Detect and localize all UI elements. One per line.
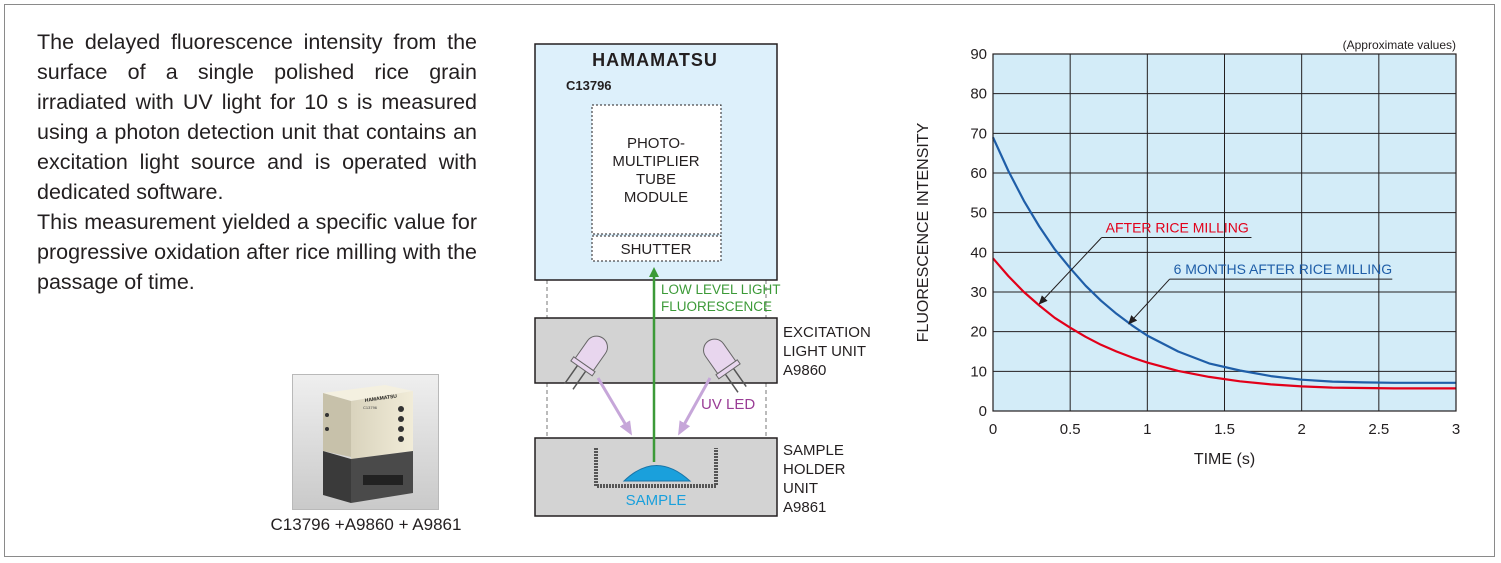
excitation-label-1: EXCITATION	[783, 324, 871, 341]
y-tick-label: 40	[970, 244, 987, 261]
annotation-arrow	[1038, 237, 1103, 305]
uv-led-right-icon	[703, 338, 747, 393]
sample-label: SAMPLE	[626, 492, 687, 509]
x-tick-label: 0	[989, 421, 997, 438]
sample-holder-label-3: UNIT	[783, 480, 818, 497]
diagram-brand: HAMAMATSU	[592, 50, 718, 70]
sample-tray	[594, 448, 718, 488]
uv-arrow-right	[678, 377, 712, 436]
figure-frame	[4, 4, 1495, 557]
product-photo-illustration: HAMAMATSU C13796	[293, 375, 438, 509]
series-layer	[991, 136, 1456, 390]
pmt-label-1: PHOTO-	[627, 135, 685, 152]
pmt-label-3: TUBE	[636, 171, 676, 188]
uv-arrow-left	[596, 377, 633, 436]
description-text: The delayed fluorescence intensity from …	[37, 27, 477, 297]
shutter-label: SHUTTER	[621, 241, 692, 258]
diagram-model: C13796	[566, 78, 612, 93]
y-tick-label: 70	[970, 125, 987, 142]
uv-led-left-icon	[564, 335, 608, 390]
x-tick-label: 1	[1143, 421, 1151, 438]
y-tick-label: 20	[970, 324, 987, 341]
fluorescence-label-1: LOW LEVEL LIGHT	[661, 282, 781, 297]
annotation-arrow	[1128, 278, 1170, 325]
y-axis-title: FLUORESCENCE INTENSITY	[915, 122, 932, 342]
sample-holder-label-4: A9861	[783, 499, 826, 516]
excitation-label-2: LIGHT UNIT	[783, 343, 866, 360]
x-tick-labels: 0 0.5 1 1.5 2 2.5 3	[989, 421, 1460, 438]
axis-frame	[992, 53, 1457, 412]
annotations: AFTER RICE MILLING 6 MONTHS AFTER RICE MI…	[1038, 220, 1393, 325]
photo-device-model: C13796	[363, 405, 378, 410]
photo-caption: C13796 +A9860 + A9861	[270, 515, 462, 534]
photo-device-brand: HAMAMATSU	[364, 393, 397, 404]
fluorescence-label-2: FLUORESCENCE	[661, 299, 772, 314]
pmt-module-box	[591, 104, 722, 235]
y-tick-label: 60	[970, 165, 987, 182]
description-paragraph-2: This measurement yielded a specific valu…	[37, 210, 477, 294]
y-tick-label: 80	[970, 86, 987, 103]
shutter-box	[591, 235, 722, 262]
annotation-label: AFTER RICE MILLING	[1106, 220, 1249, 236]
y-tick-label: 30	[970, 284, 987, 301]
y-tick-label: 0	[979, 403, 987, 420]
x-tick-label: 3	[1452, 421, 1460, 438]
sample-holder-label-1: SAMPLE	[783, 442, 844, 459]
sample-holder-label-2: HOLDER	[783, 461, 846, 478]
x-tick-label: 0.5	[1060, 421, 1081, 438]
y-tick-label: 10	[970, 363, 987, 380]
fluorescence-chart: 0 10 20 30 40 50 60 70 80 90 0 0.5 1 1.5 2 2.5 3 AFTER …	[915, 38, 1460, 468]
x-tick-label: 2.5	[1368, 421, 1389, 438]
plot-border	[992, 53, 1457, 412]
sample-drop	[622, 465, 692, 482]
pmt-label-2: MULTIPLIER	[612, 153, 699, 170]
description-paragraph-1: The delayed fluorescence intensity from …	[37, 30, 477, 204]
y-tick-label: 90	[970, 46, 987, 63]
gridlines	[993, 54, 1456, 411]
pmt-label-4: MODULE	[624, 189, 688, 206]
series-line	[992, 257, 1456, 390]
x-axis-title: TIME (s)	[1194, 451, 1255, 468]
product-photo: HAMAMATSU C13796	[292, 374, 439, 510]
chart-note: (Approximate values)	[1343, 38, 1456, 52]
y-tick-labels: 0 10 20 30 40 50 60 70 80 90	[970, 46, 987, 420]
series-line	[991, 136, 1456, 384]
excitation-label-3: A9860	[783, 362, 826, 379]
x-tick-label: 1.5	[1214, 421, 1235, 438]
x-tick-label: 2	[1297, 421, 1305, 438]
y-tick-label: 50	[970, 205, 987, 222]
uv-led-label: UV LED	[701, 396, 755, 413]
annotation-label: 6 MONTHS AFTER RICE MILLING	[1174, 261, 1393, 277]
